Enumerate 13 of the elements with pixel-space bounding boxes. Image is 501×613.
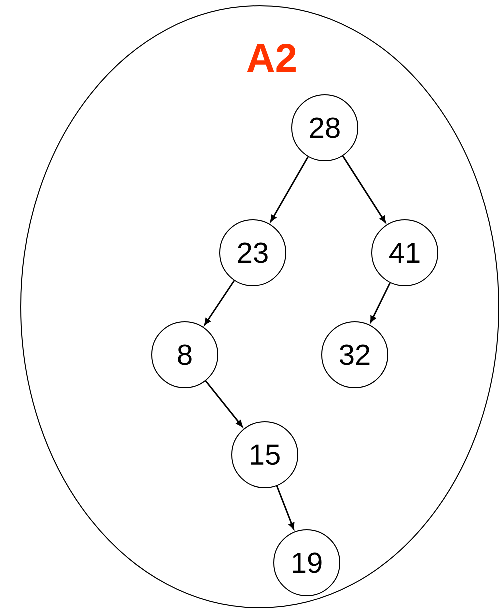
tree-node: 19 xyxy=(274,530,340,596)
arrow xyxy=(270,156,309,222)
tree-node: 28 xyxy=(292,94,358,162)
tree-node: 15 xyxy=(232,422,298,488)
arrow xyxy=(370,282,391,323)
tree-node: 32 xyxy=(322,322,388,388)
arrow xyxy=(342,156,386,224)
arrow xyxy=(205,380,243,428)
arrow xyxy=(276,486,295,530)
tree-node: 41 xyxy=(372,220,438,286)
arrow xyxy=(204,280,236,326)
tree-node: 23 xyxy=(220,220,286,286)
tree-node: 8 xyxy=(152,322,218,388)
